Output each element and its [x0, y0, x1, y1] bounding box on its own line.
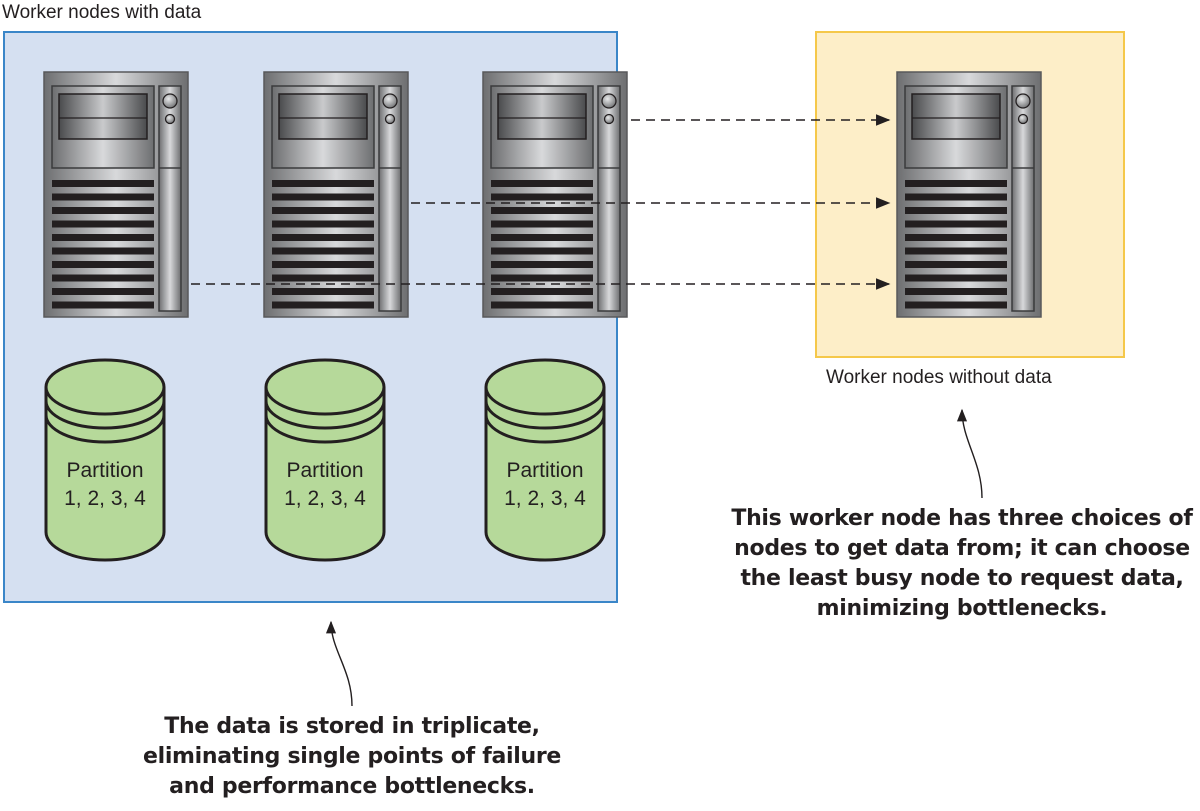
partition-numbers: 1, 2, 3, 4: [284, 487, 366, 510]
callout-pointer-choices: [956, 408, 983, 499]
partition-title: Partition: [66, 459, 144, 482]
callout-line: The data is stored in triplicate,: [164, 714, 540, 739]
callout-choices: This worker node has three choices of no…: [722, 504, 1200, 624]
server-icon: [263, 71, 409, 318]
server-icon: [482, 71, 628, 318]
callout-triplicate: The data is stored in triplicate, elimin…: [112, 712, 592, 802]
callout-line: the least busy node to request data,: [740, 566, 1184, 591]
server-icon: [43, 71, 189, 318]
server-icon: [896, 71, 1042, 318]
callout-line: minimizing bottlenecks.: [816, 596, 1108, 621]
partition-label: Partition 1, 2, 3, 4: [265, 457, 385, 513]
partition-numbers: 1, 2, 3, 4: [504, 487, 586, 510]
callout-pointer-triplicate: [325, 620, 353, 707]
callout-line: eliminating single points of failure: [142, 744, 562, 769]
partition-title: Partition: [506, 459, 584, 482]
callout-line: and performance bottlenecks.: [169, 774, 535, 799]
partition-numbers: 1, 2, 3, 4: [64, 487, 146, 510]
partition-label: Partition 1, 2, 3, 4: [485, 457, 605, 513]
callout-line: nodes to get data from; it can choose: [734, 536, 1190, 561]
group-without-data-label: Worker nodes without data: [826, 367, 1052, 388]
partition-label: Partition 1, 2, 3, 4: [45, 457, 165, 513]
callout-line: This worker node has three choices of: [731, 506, 1193, 531]
group-with-data-label: Worker nodes with data: [2, 2, 202, 23]
partition-title: Partition: [286, 459, 364, 482]
